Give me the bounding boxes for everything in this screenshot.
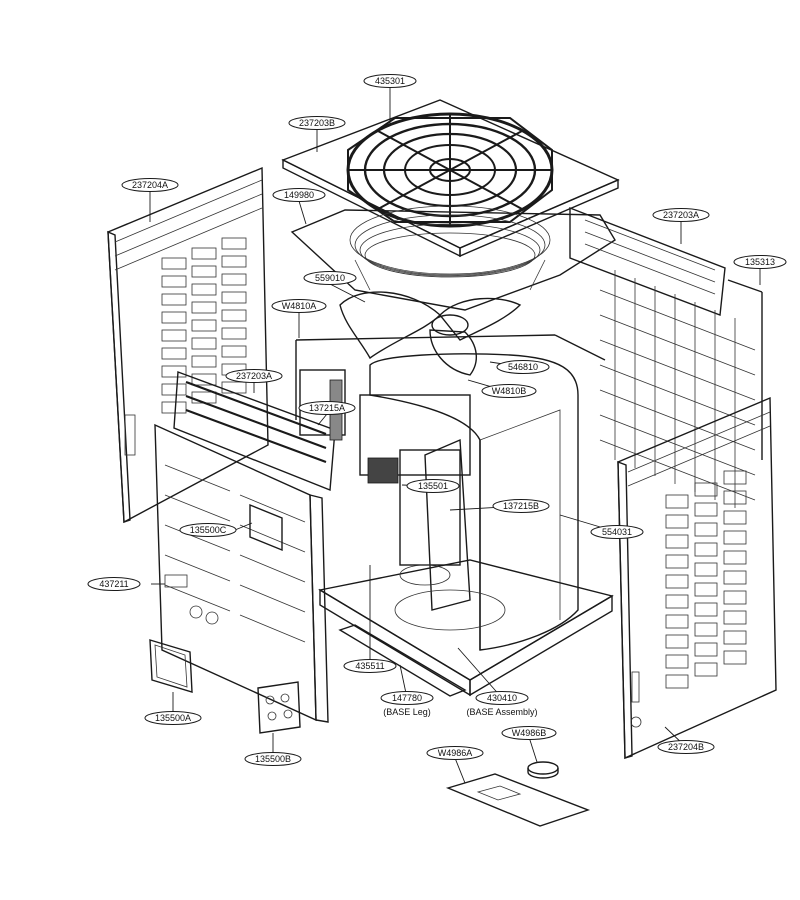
callout-237203A-right: 237203A — [652, 208, 710, 222]
callout-137215A: 137215A — [298, 401, 356, 415]
callout-W4986B: W4986B — [501, 726, 557, 740]
callout-label-W4986B: W4986B — [512, 728, 547, 738]
callout-label-430410: 430410 — [487, 693, 517, 703]
callout-label-437211: 437211 — [99, 579, 128, 589]
callout-label-237203B: 237203B — [299, 118, 335, 128]
callout-label-137215B: 137215B — [503, 501, 539, 511]
callout-W4810B: W4810B — [481, 384, 537, 398]
callout-135501: 135501 — [406, 479, 460, 493]
service-cover-135500A — [149, 639, 193, 693]
fan-guard-grille — [346, 112, 554, 228]
callout-label-W4986A: W4986A — [438, 748, 473, 758]
callout-435301: 435301 — [363, 74, 417, 88]
right-side-panel — [617, 396, 777, 760]
internal-frame — [295, 334, 606, 611]
cap-W4986B — [527, 761, 559, 779]
callout-149980: 149980 — [272, 188, 326, 202]
service-cover-135500B — [257, 681, 301, 734]
callout-135313: 135313 — [733, 255, 787, 269]
callout-435511: 435511 — [343, 659, 397, 673]
front-panel — [154, 423, 329, 723]
callout-label-435511: 435511 — [355, 661, 384, 671]
callout-237204B: 237204B — [657, 740, 715, 754]
front-upper-grille — [173, 371, 336, 491]
callout-147780: 147780 (BASE Leg) — [380, 691, 434, 717]
base-assembly — [318, 559, 614, 697]
callout-137215B: 137215B — [492, 499, 550, 513]
base-legs — [338, 624, 467, 697]
callout-546810: 546810 — [496, 360, 550, 374]
compressor-case — [369, 353, 579, 651]
fan-propeller — [339, 291, 522, 376]
callout-label-546810: 546810 — [508, 362, 538, 372]
left-side-panel — [107, 166, 269, 524]
callout-label-135501: 135501 — [418, 481, 448, 491]
callout-label-W4810B: W4810B — [492, 386, 527, 396]
callout-W4810A: W4810A — [271, 299, 327, 313]
callout-135500B: 135500B — [244, 752, 302, 766]
callout-label-237203A-right: 237203A — [663, 210, 699, 220]
callout-label-135313: 135313 — [745, 257, 775, 267]
callout-label-554031: 554031 — [602, 527, 632, 537]
callout-label-237204A: 237204A — [132, 180, 168, 190]
right-rear-grille — [569, 206, 763, 508]
callout-label-135500A: 135500A — [155, 713, 191, 723]
callout-237204A: 237204A — [121, 178, 179, 192]
callout-label-135500B: 135500B — [255, 754, 291, 764]
callout-135500A: 135500A — [144, 711, 202, 725]
callout-label-559010: 559010 — [315, 273, 345, 283]
callout-label-W4810A: W4810A — [282, 301, 317, 311]
callout-237203B: 237203B — [288, 116, 346, 130]
callout-430410: 430410 (BASE Assembly) — [466, 691, 538, 717]
callout-135500C: 135500C — [179, 523, 237, 537]
callout-label-237204B: 237204B — [668, 742, 704, 752]
callout-554031: 554031 — [590, 525, 644, 539]
callout-437211: 437211 — [87, 577, 141, 591]
leader-lines — [149, 87, 761, 784]
base-plate-W4986A — [445, 773, 591, 827]
callout-559010: 559010 — [303, 271, 357, 285]
callout-W4986A: W4986A — [426, 746, 484, 760]
callout-label-149980: 149980 — [284, 190, 314, 200]
callout-label-435301: 435301 — [375, 76, 405, 86]
callout-label-135500C: 135500C — [190, 525, 227, 535]
callout-label-137215A: 137215A — [309, 403, 345, 413]
callout-label-147780: 147780 — [392, 693, 422, 703]
callout-sublabel-147780: (BASE Leg) — [383, 707, 431, 717]
callout-label-237203A-front: 237203A — [236, 371, 272, 381]
callout-237203A-front: 237203A — [225, 369, 283, 383]
fan-shroud — [290, 205, 616, 311]
callout-sublabel-430410: (BASE Assembly) — [466, 707, 537, 717]
